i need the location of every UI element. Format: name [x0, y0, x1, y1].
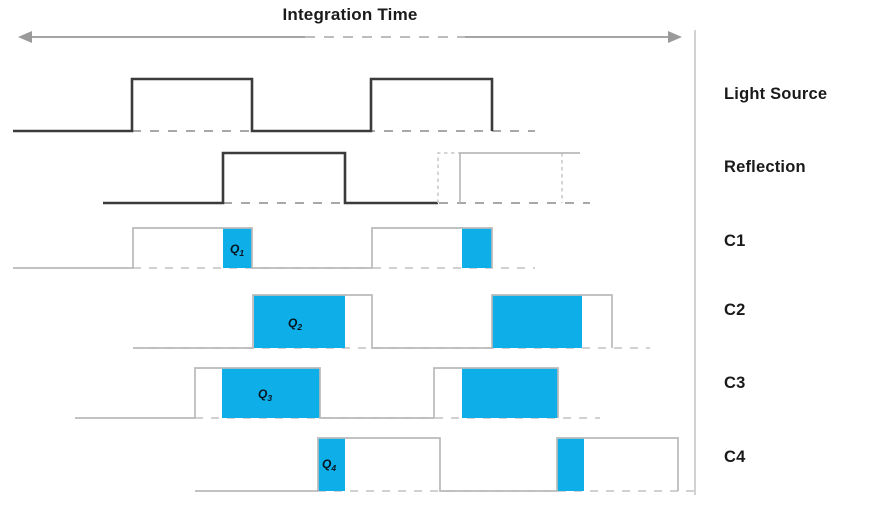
row-label-light-source: Light Source [724, 85, 827, 103]
row-label-c3: C3 [724, 374, 746, 392]
waveform-row-light-source [13, 77, 535, 133]
c2-waveform [133, 294, 613, 349]
c4-charge-block-2 [557, 438, 584, 491]
row-label-reflection: Reflection [724, 158, 806, 176]
waveform-row-c3: Q3 [75, 367, 600, 419]
c3-waveform [75, 367, 559, 419]
waveform-row-c4: Q4 [195, 437, 700, 492]
reflection-waveform [103, 151, 438, 205]
row-label-c2: C2 [724, 301, 746, 319]
arrow-head-left-icon [18, 31, 32, 43]
reflection-ghost-rise-dashed [437, 152, 462, 203]
c3-charge-block-2 [462, 368, 558, 418]
row-label-c1: C1 [724, 232, 746, 250]
c2-charge-block-1 [254, 295, 345, 348]
c1-charge-block-2 [462, 228, 492, 268]
reflection-ghost-waveform [459, 152, 580, 203]
c2-charge-block-2 [492, 295, 582, 348]
c3-charge-block-1 [222, 368, 320, 418]
c1-charge-block-1 [223, 228, 252, 268]
page-title: Integration Time [282, 5, 417, 24]
waveform-row-reflection [103, 151, 590, 205]
integration-time-axis [18, 31, 682, 43]
arrow-head-right-icon [668, 31, 682, 43]
c4-charge-block-1 [318, 438, 345, 491]
c1-waveform [13, 227, 493, 269]
waveform-row-c2: Q2 [133, 294, 650, 349]
waveform-row-c1: Q1 [13, 227, 535, 269]
row-label-c4: C4 [724, 448, 746, 466]
light-source-waveform [13, 77, 494, 133]
c4-waveform [195, 437, 679, 492]
